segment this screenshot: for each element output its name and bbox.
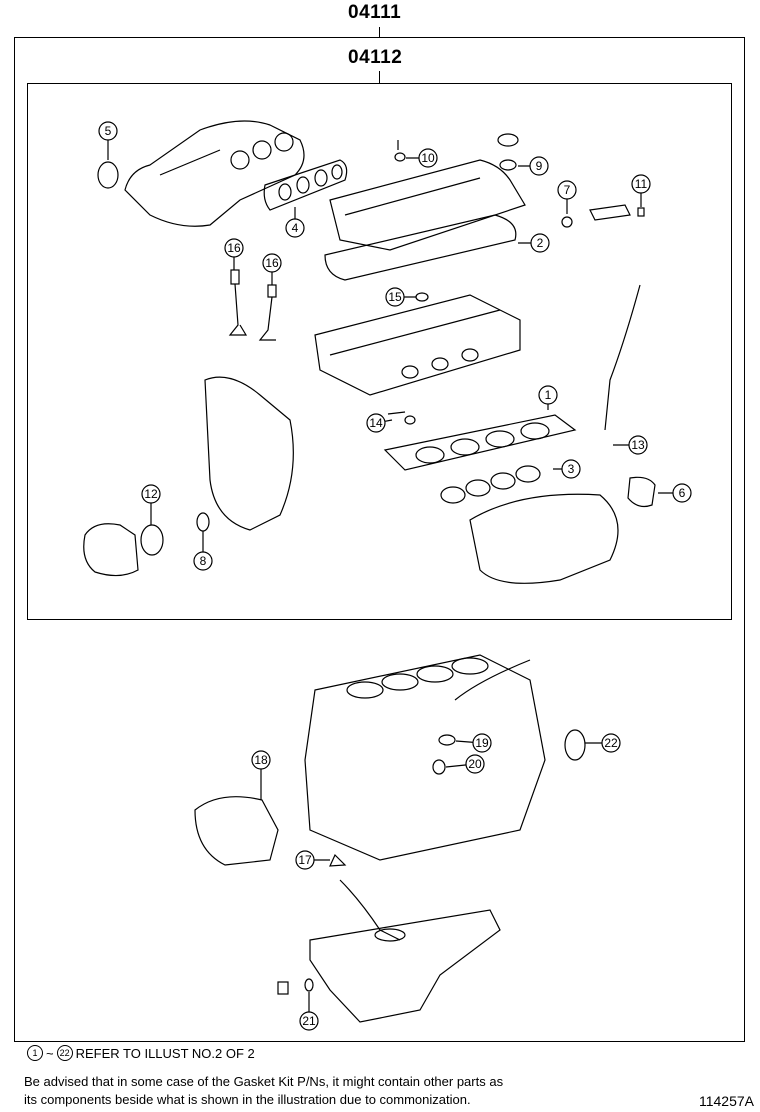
seal-ring-5-drawing <box>97 161 119 189</box>
intake-gasket-drawing <box>440 465 541 504</box>
callout-circle <box>141 484 161 504</box>
figure-code: 114257A <box>698 1093 754 1109</box>
timing-cover-drawing <box>204 376 294 531</box>
valve-cover-drawing <box>329 159 526 251</box>
advice-note: Be advised that in some case of the Gask… <box>24 1073 624 1109</box>
refer-end-circle: 22 <box>56 1045 73 1061</box>
callout-number-16: 16 <box>227 241 241 255</box>
callout-circle <box>601 733 621 753</box>
drain-gasket-drawing <box>304 978 314 992</box>
callout-number-9: 9 <box>536 159 543 173</box>
water-pump-drawing <box>83 523 164 577</box>
callout-circle <box>530 233 550 253</box>
callout-circle <box>98 121 118 141</box>
gasket-17-drawing <box>329 853 347 867</box>
gasket-20-drawing <box>432 759 446 775</box>
callout-number-1: 1 <box>545 388 552 402</box>
injector-drawing <box>561 204 645 228</box>
callout-number-10: 10 <box>421 151 435 165</box>
callout-circle <box>465 754 485 774</box>
kit-04112-label: 04112 <box>348 47 403 68</box>
advice-line-2: its components beside what is shown in t… <box>24 1092 471 1107</box>
callout-circle <box>224 238 244 258</box>
seal-8-drawing <box>196 512 210 532</box>
kit-04112-leader <box>379 71 380 84</box>
kit-04111-leader <box>379 27 380 38</box>
callout-number-19: 19 <box>475 736 489 750</box>
kit-04111-frame <box>14 37 745 1042</box>
cylinder-head-drawing <box>314 294 521 396</box>
drain-plug-drawing <box>277 981 289 995</box>
callout-circle <box>628 435 648 455</box>
head-gasket-drawing <box>383 414 577 471</box>
callout-number-5: 5 <box>105 124 112 138</box>
callout-circle <box>295 850 315 870</box>
intake-manifold-drawing <box>469 493 619 584</box>
callout-circle <box>262 253 282 273</box>
callout-number-15: 15 <box>388 290 402 304</box>
callout-circle <box>251 750 271 770</box>
callout-number-2: 2 <box>537 236 544 250</box>
callout-circle <box>299 1011 319 1031</box>
callout-number-3: 3 <box>568 462 575 476</box>
refer-note: 1 ~ 22 REFER TO ILLUST NO.2 OF 2 <box>27 1045 255 1061</box>
callout-number-20: 20 <box>468 757 482 771</box>
callout-number-11: 11 <box>635 177 648 191</box>
valves-drawing <box>228 269 277 341</box>
callout-circle <box>366 413 386 433</box>
callout-number-7: 7 <box>564 183 571 197</box>
dipstick-drawing <box>604 284 641 431</box>
callout-number-18: 18 <box>254 753 268 767</box>
callout-number-13: 13 <box>631 438 645 452</box>
refer-tilde: ~ <box>46 1045 54 1061</box>
callout-circle <box>193 551 213 571</box>
small-hardware-drawing <box>387 133 519 425</box>
callout-circle <box>631 174 651 194</box>
callout-circle <box>385 287 405 307</box>
callout-circle <box>561 459 581 479</box>
rear-end-plate-drawing <box>194 796 279 866</box>
callout-circle <box>472 733 492 753</box>
refer-text: REFER TO ILLUST NO.2 OF 2 <box>75 1045 255 1061</box>
callout-number-17: 17 <box>298 853 312 867</box>
callout-circle <box>418 148 438 168</box>
callout-circle <box>538 385 558 405</box>
callout-number-12: 12 <box>144 487 158 501</box>
engine-block-drawing <box>304 654 546 861</box>
callout-number-8: 8 <box>200 554 207 568</box>
kit-04111-label: 04111 <box>348 2 402 23</box>
exhaust-gasket-drawing <box>263 159 348 211</box>
callout-circle <box>529 156 549 176</box>
callout-number-14: 14 <box>369 416 383 430</box>
callout-circle <box>285 218 305 238</box>
kit-04112-frame <box>27 83 732 620</box>
advice-line-1: Be advised that in some case of the Gask… <box>24 1074 504 1089</box>
callout-number-22: 22 <box>604 736 618 750</box>
exhaust-manifold-drawing <box>124 120 305 227</box>
callout-circle <box>672 483 692 503</box>
callout-number-6: 6 <box>679 486 686 500</box>
valve-cover-gasket-drawing <box>324 214 517 281</box>
callout-number-4: 4 <box>292 221 299 235</box>
rear-oil-seal-drawing <box>564 729 586 761</box>
gasket-19-drawing <box>438 734 456 746</box>
oil-pan-drawing <box>309 879 501 1023</box>
throttle-gasket-drawing <box>627 476 656 508</box>
callout-circle <box>557 180 577 200</box>
callout-number-21: 21 <box>302 1014 316 1028</box>
callout-number-16: 16 <box>265 256 279 270</box>
refer-start-circle: 1 <box>27 1045 43 1061</box>
